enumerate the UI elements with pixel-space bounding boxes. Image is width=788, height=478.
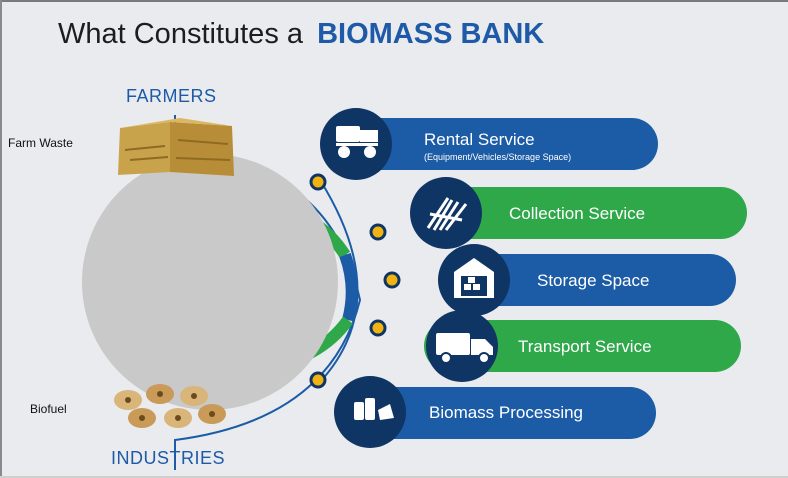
service-label-collection: Collection Service — [509, 204, 646, 223]
warehouse-icon — [454, 258, 494, 298]
frame-border — [0, 0, 2, 478]
connector-dot — [383, 271, 401, 289]
farmers-label: FARMERS — [126, 86, 217, 106]
page-title: What Constitutes a BIOMASS BANK — [58, 18, 544, 51]
service-label-rental: Rental Service — [424, 130, 535, 149]
connector-dot — [369, 223, 387, 241]
service-processing[interactable] — [334, 376, 656, 448]
biofuel-briquettes-image — [114, 384, 226, 428]
biofuel-label: Biofuel — [30, 402, 67, 416]
frame-border — [0, 0, 788, 2]
connector-dot — [309, 173, 327, 191]
equipment-icon — [336, 126, 378, 158]
central-circle — [82, 154, 338, 410]
service-sublabel-rental: (Equipment/Vehicles/Storage Space) — [424, 152, 572, 162]
hay-bale-image — [118, 118, 234, 176]
frame-border — [0, 476, 788, 478]
connector-dot — [369, 319, 387, 337]
service-collection[interactable] — [410, 177, 747, 249]
title-brand: BIOMASS BANK — [317, 18, 545, 50]
straw-bundle-icon — [426, 197, 468, 231]
connector-dot — [309, 371, 327, 389]
title-prefix: What Constitutes a — [58, 18, 303, 50]
farm-waste-label: Farm Waste — [8, 136, 73, 150]
service-label-storage: Storage Space — [537, 271, 650, 290]
service-label-processing: Biomass Processing — [429, 403, 584, 422]
service-rental[interactable] — [320, 108, 658, 180]
service-transport[interactable] — [424, 310, 741, 382]
truck-icon — [436, 333, 493, 364]
industries-label: INDUSTRIES — [111, 448, 226, 468]
connector-dots — [309, 173, 401, 389]
service-storage[interactable] — [438, 244, 736, 316]
service-label-transport: Transport Service — [518, 337, 652, 356]
processing-icon — [354, 398, 394, 420]
